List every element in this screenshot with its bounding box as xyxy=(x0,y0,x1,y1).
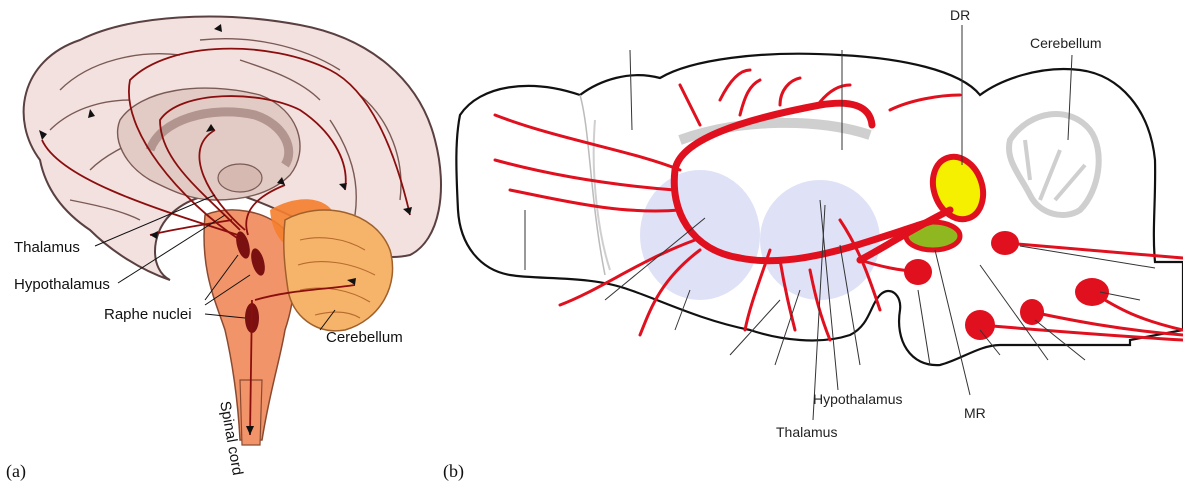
cerebellum-arbor xyxy=(1025,140,1085,200)
thalamus-shape xyxy=(218,164,262,192)
label-hypothalamus-b: Hypothalamus xyxy=(813,392,903,406)
panel-a-brain-sagittal: Thalamus Hypothalamus Raphe nuclei Cereb… xyxy=(0,0,450,488)
label-cerebellum: Cerebellum xyxy=(326,330,403,345)
caption-a: (a) xyxy=(6,462,26,480)
caption-b: (b) xyxy=(443,462,464,480)
label-mr: MR xyxy=(964,406,986,420)
cortex-boundary xyxy=(594,120,610,270)
label-cerebellum-b: Cerebellum xyxy=(1030,36,1102,50)
panel-b-illustration xyxy=(440,0,1183,488)
panel-b-rodent-brain-sagittal: DR Cerebellum Hypothalamus Thalamus MR (… xyxy=(440,0,1183,488)
label-hypothalamus: Hypothalamus xyxy=(14,277,110,292)
label-thalamus: Thalamus xyxy=(14,240,80,255)
olfactory-boundary xyxy=(580,95,605,275)
label-dr: DR xyxy=(950,8,970,22)
label-thalamus-b: Thalamus xyxy=(776,425,837,439)
label-raphe-nuclei: Raphe nuclei xyxy=(104,307,192,322)
